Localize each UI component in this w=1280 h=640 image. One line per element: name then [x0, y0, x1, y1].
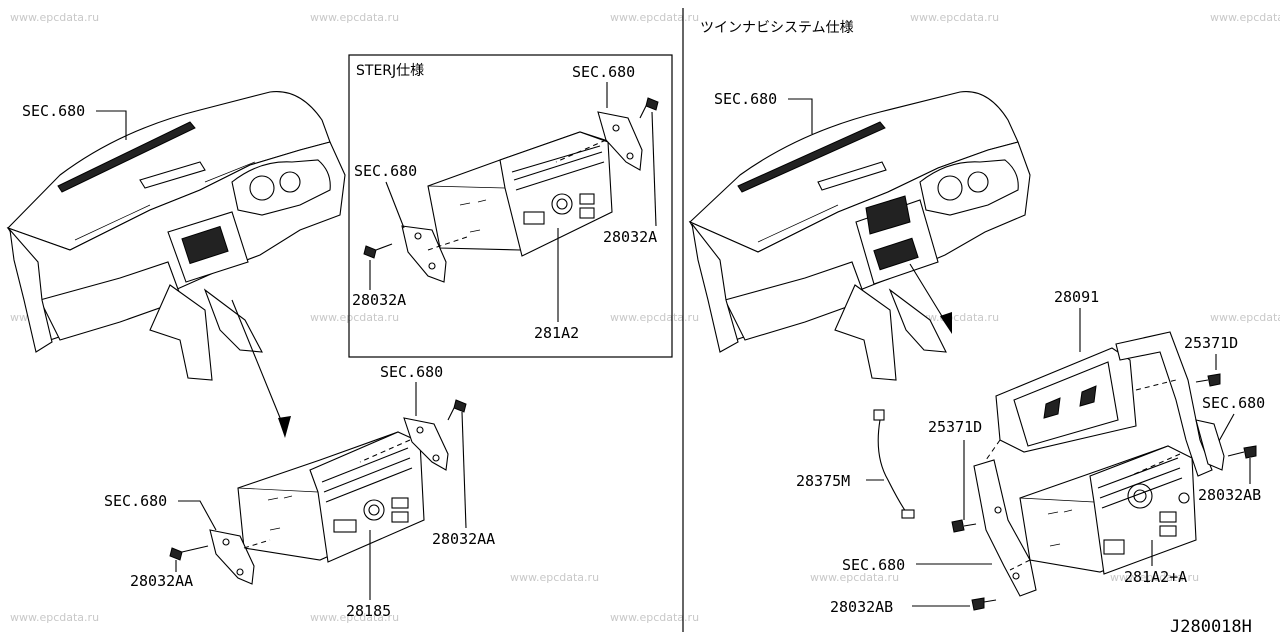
watermark: www.epcdata.ru — [610, 611, 699, 624]
leader-line — [651, 111, 657, 227]
screw-icon — [639, 97, 659, 119]
left-dashboard — [6, 91, 346, 381]
screw-icon — [1195, 373, 1221, 387]
label-sec-680: SEC.680 — [1202, 394, 1265, 412]
display-bracket — [1115, 331, 1213, 477]
unit-bracket-left — [973, 459, 1037, 597]
audio-unit-28185 — [237, 431, 425, 563]
inset-frame — [348, 54, 673, 358]
watermark: www.epcdata.ru — [10, 11, 99, 24]
label-part-28375m: 28375M — [796, 472, 850, 490]
right-dashboard — [688, 91, 1031, 381]
screw-icon — [363, 243, 393, 259]
label-part-28032a: 28032A — [603, 228, 657, 246]
label-part-28032ab: 28032AB — [1198, 486, 1261, 504]
label-sec-680: SEC.680 — [380, 363, 443, 381]
watermark: www.epcdata.ru — [610, 11, 699, 24]
label-part-25371d: 25371D — [1184, 334, 1238, 352]
watermark: www.epcdata.ru — [310, 11, 399, 24]
watermark: www.epcdata.ru — [10, 611, 99, 624]
watermark: www.epcdata.ru — [310, 311, 399, 324]
arrow — [909, 263, 952, 334]
label-part-28032aa: 28032AA — [130, 572, 193, 590]
screw-icon — [951, 519, 977, 533]
screw-icon — [169, 545, 209, 561]
leader-line — [385, 181, 405, 229]
label-part-25371d: 25371D — [928, 418, 982, 436]
dashed-line — [985, 379, 1177, 461]
arrow — [231, 299, 291, 438]
watermark: www.epcdata.ru — [1210, 311, 1280, 324]
harness-28375m — [873, 409, 915, 519]
watermark: www.epcdata.ru — [310, 611, 399, 624]
label-part-281a2a: 281A2+A — [1124, 568, 1187, 586]
label-sec-680: SEC.680 — [104, 492, 167, 510]
label-part-28032aa: 28032AA — [432, 530, 495, 548]
screw-icon — [447, 399, 467, 421]
screw-icon — [971, 597, 997, 611]
dashed-line — [427, 139, 607, 251]
label-sec-680: SEC.680 — [354, 162, 417, 180]
dashed-line — [1009, 453, 1181, 571]
leader-line — [96, 110, 127, 140]
display-unit-28091 — [995, 347, 1137, 453]
bracket-left — [209, 529, 255, 585]
label-sec-680: SEC.680 — [842, 556, 905, 574]
dashed-line — [243, 439, 411, 549]
label-sec-680: SEC.680 — [22, 102, 85, 120]
leader-line — [461, 411, 467, 529]
watermark: www.epcdata.ru — [610, 311, 699, 324]
watermark: www.epcdata.ru — [510, 571, 599, 584]
label-sec-680: SEC.680 — [714, 90, 777, 108]
label-part-28032a: 28032A — [352, 291, 406, 309]
watermark: www.epcdata.ru — [910, 11, 999, 24]
label-part-28185: 28185 — [346, 602, 391, 620]
label-sec-680: SEC.680 — [572, 63, 635, 81]
label-part-281a2: 281A2 — [534, 324, 579, 342]
leader-line — [178, 500, 217, 531]
right-panel-title: ツインナビシステム仕様 — [700, 20, 854, 36]
leader-line — [788, 98, 813, 134]
watermark: www.epcdata.ru — [910, 311, 999, 324]
inset-title: STERJ仕様 — [356, 63, 424, 79]
bracket-right — [403, 417, 449, 471]
label-part-28032ab: 28032AB — [830, 598, 893, 616]
unit-bracket-right — [1195, 419, 1225, 471]
watermark: www.epcdata.ru — [1210, 11, 1280, 24]
label-part-28091: 28091 — [1054, 288, 1099, 306]
screw-icon — [1227, 445, 1257, 459]
audio-unit-281a2a — [1019, 445, 1197, 575]
inset-bracket-left — [401, 225, 447, 283]
watermarks: www.epcdata.ru www.epcdata.ru www.epcdat… — [10, 11, 1280, 624]
diagram-code: J280018H — [1170, 617, 1252, 637]
inset-audio-unit — [427, 131, 613, 257]
watermark: www.epcdata.ru — [810, 571, 899, 584]
watermark: www.epcdata.ru — [1110, 571, 1199, 584]
